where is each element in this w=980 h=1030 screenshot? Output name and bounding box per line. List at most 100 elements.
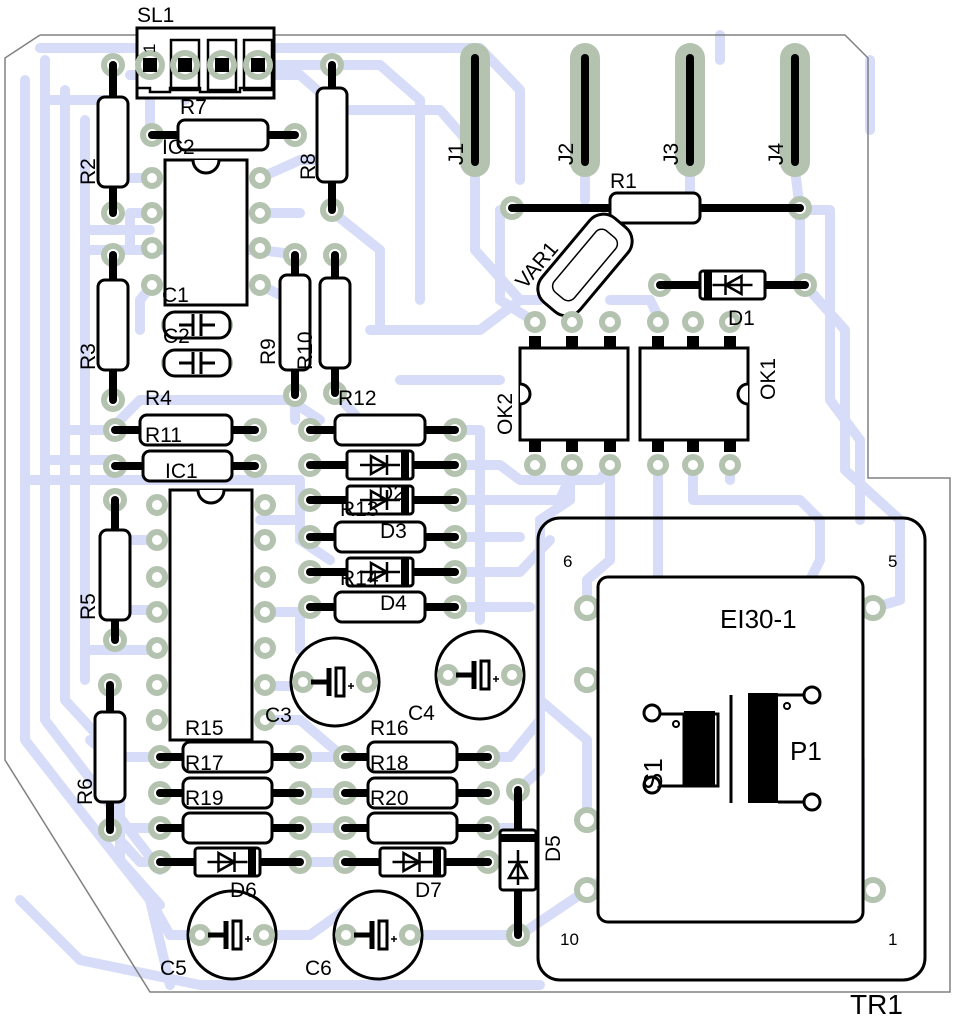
winding-terminal xyxy=(642,703,662,723)
resistor-body xyxy=(96,95,130,189)
pad xyxy=(254,709,276,731)
capacitor-plate xyxy=(377,919,389,951)
cathode-band xyxy=(401,487,409,513)
pad xyxy=(254,674,276,696)
capacitor-C1 xyxy=(161,310,233,340)
designator-label: SL1 xyxy=(137,4,174,27)
designator-label: J3 xyxy=(660,143,683,165)
cathode-band xyxy=(704,272,712,298)
pad xyxy=(170,50,200,80)
ic-body xyxy=(163,158,249,307)
diode-symbol xyxy=(506,850,530,885)
resistor-R16 xyxy=(333,740,500,774)
designator-label: C2 xyxy=(163,325,190,348)
resistor-R12 xyxy=(298,413,467,447)
pad xyxy=(253,924,275,946)
pad xyxy=(189,924,211,946)
pad xyxy=(146,529,168,551)
designator-label: P1 xyxy=(790,736,822,766)
designator-label: R2 xyxy=(77,158,100,185)
diode-R13 xyxy=(298,484,467,516)
pad xyxy=(719,454,741,476)
capacitor-plate xyxy=(334,666,346,698)
electrolytic-capacitor-C4 xyxy=(434,629,526,721)
designator-label: R13 xyxy=(340,498,379,521)
diode-symbol xyxy=(392,850,433,874)
designator-label: D7 xyxy=(415,879,442,902)
resistor-body xyxy=(98,528,132,622)
resistor-body xyxy=(278,273,312,372)
designator-label: C5 xyxy=(160,957,187,980)
diode-R14 xyxy=(298,556,467,588)
cathode-band xyxy=(433,849,441,875)
pad xyxy=(647,311,669,333)
cathode-band xyxy=(401,559,409,585)
electrolytic-capacitor-C6 xyxy=(332,889,424,981)
resistor-body xyxy=(333,413,427,447)
resistor-R10 xyxy=(318,243,352,405)
pad xyxy=(574,667,600,693)
pad xyxy=(399,924,421,946)
trace xyxy=(535,460,592,825)
polarity-dot xyxy=(783,702,791,710)
pad xyxy=(647,454,669,476)
resistor-body xyxy=(318,276,352,370)
trace xyxy=(515,885,592,940)
pad xyxy=(719,311,741,333)
pad xyxy=(141,202,163,224)
pad xyxy=(249,237,271,259)
pad xyxy=(501,664,523,686)
resistor-R5 xyxy=(98,488,132,652)
capacitor-symbol xyxy=(179,314,215,336)
primary-winding xyxy=(748,693,778,803)
pad xyxy=(254,601,276,623)
resistor-R11 xyxy=(103,449,267,483)
trace xyxy=(365,295,525,335)
diode-D6 xyxy=(148,846,312,878)
designator-label: IC1 xyxy=(165,460,198,483)
resistor-body xyxy=(181,740,274,774)
plus-mark xyxy=(245,936,251,942)
pad xyxy=(141,237,163,259)
pin1-notch xyxy=(519,382,532,406)
pad xyxy=(682,454,704,476)
pad xyxy=(254,637,276,659)
pad xyxy=(249,167,271,189)
pad xyxy=(254,494,276,516)
cathode-band xyxy=(248,849,256,875)
trace xyxy=(253,60,425,305)
pad xyxy=(146,674,168,696)
designator-label: D1 xyxy=(728,307,755,330)
pad xyxy=(682,311,704,333)
pad xyxy=(141,167,163,189)
designator-label: 6 xyxy=(563,552,572,571)
plus-mark xyxy=(348,683,354,689)
connector-latch xyxy=(137,86,274,94)
designator-label: R5 xyxy=(77,593,100,620)
pin1-notch xyxy=(736,382,749,406)
capacitor-symbol xyxy=(179,352,215,374)
pad xyxy=(146,601,168,623)
pad xyxy=(335,924,357,946)
diode-symbol xyxy=(360,453,400,477)
resistor-body xyxy=(333,590,427,624)
trace xyxy=(800,280,905,613)
resistor-body xyxy=(138,413,234,447)
designator-label: R19 xyxy=(185,787,224,810)
designator-label: OK2 xyxy=(494,393,517,435)
pad xyxy=(561,311,583,333)
ic-IC2 xyxy=(141,158,271,307)
square-pin xyxy=(215,58,229,72)
designator-label: R14 xyxy=(340,567,379,590)
optocoupler-OK1 xyxy=(638,311,750,476)
capacitor-body xyxy=(162,310,232,340)
resistor-R4 xyxy=(103,413,267,447)
resistor-body xyxy=(181,776,274,810)
designator-label: D5 xyxy=(542,835,565,862)
capacitor-symbol xyxy=(311,668,332,696)
plus-mark xyxy=(391,936,397,942)
winding-terminal xyxy=(802,792,822,812)
designator-label: 5 xyxy=(888,552,897,571)
